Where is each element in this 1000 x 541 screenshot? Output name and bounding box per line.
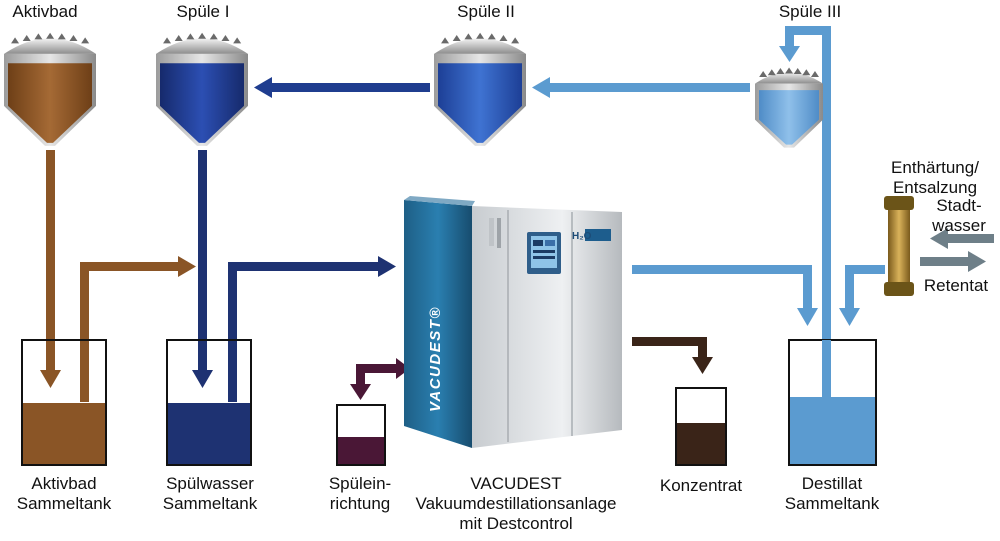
- tank-konzentrat: [675, 387, 727, 466]
- pipe-spuleinrichtung: [350, 358, 410, 400]
- hopper-aktivbad: [4, 32, 96, 146]
- pipe-aktivbad-return: [80, 256, 196, 402]
- hopper-spuele1: [156, 32, 248, 146]
- pipe-aktivbad-down: [40, 150, 61, 388]
- label-spuele1: Spüle I: [176, 2, 230, 21]
- label-vacudest: VACUDEST Vakuumdestillationsanlage mit D…: [415, 474, 617, 533]
- label-spuele2: Spüle II: [457, 2, 515, 21]
- pipe-vacudest-to-destillat: [632, 265, 818, 326]
- pipe-spuele3-to-spuele2: [532, 77, 750, 98]
- pipe-spuele1-down: [192, 150, 213, 388]
- hopper-spuele2: [434, 32, 526, 146]
- pipe-enthaertung-to-destillat: [839, 265, 885, 326]
- pipe-spuelwasser-to-vacudest: [228, 256, 396, 402]
- enthaertung-filter: [884, 196, 914, 296]
- pipe-spuele2-to-spuele1: [254, 77, 430, 98]
- hopper-spuele3: [755, 67, 823, 148]
- label-spuleinrichtung: Spülein- richtung: [328, 474, 392, 513]
- vacudest-machine: H₂O VACUDEST®: [404, 196, 622, 448]
- label-aktivbad: Aktivbad: [12, 2, 78, 21]
- label-destillat-sammeltank: Destillat Sammeltank: [784, 474, 880, 513]
- destillat-riser-inner: [822, 340, 831, 400]
- label-konzentrat: Konzentrat: [659, 476, 743, 495]
- label-spuele3: Spüle III: [778, 2, 842, 21]
- arrow-retentat: [920, 251, 986, 272]
- label-aktivbad-sammeltank: Aktivbad Sammeltank: [16, 474, 112, 513]
- pipe-konzentrat: [632, 337, 713, 374]
- pipe-destillat-to-spuele3: [779, 26, 831, 396]
- label-stadtwasser: Stadt- wasser: [932, 196, 986, 235]
- tank-spuelwasser-sammeltank: [166, 339, 252, 466]
- label-enthaertung: Enthärtung/ Entsalzung: [891, 158, 979, 197]
- tank-aktivbad-sammeltank: [21, 339, 107, 466]
- label-retentat: Retentat: [923, 276, 989, 295]
- label-spuelwasser-sammeltank: Spülwasser Sammeltank: [162, 474, 258, 513]
- machine-badge: H₂O: [572, 231, 592, 242]
- tank-destillat-sammeltank: [788, 339, 877, 466]
- arrow-stadtwasser: [930, 228, 994, 249]
- machine-brand: VACUDEST®: [427, 306, 444, 412]
- tank-spuleinrichtung: [336, 404, 386, 466]
